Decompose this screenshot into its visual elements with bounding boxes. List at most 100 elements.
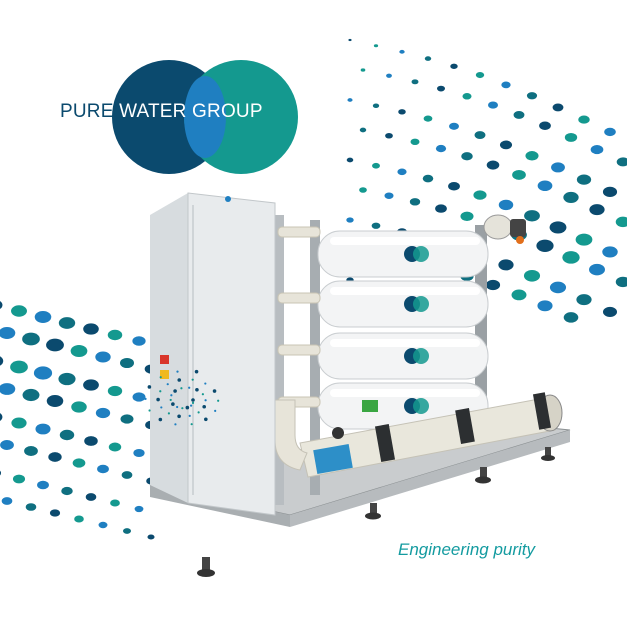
wave-dot xyxy=(85,493,97,501)
cabinet-dot xyxy=(204,399,207,402)
wave-dot xyxy=(435,144,447,153)
wave-dot xyxy=(0,470,2,476)
wave-dot xyxy=(134,505,144,513)
wave-dot xyxy=(98,521,108,529)
wave-dot xyxy=(473,190,487,200)
wave-dot xyxy=(12,474,26,484)
wave-dot xyxy=(411,79,419,85)
vessel-logo-badge xyxy=(413,398,429,414)
wave-dot xyxy=(523,269,541,282)
wave-dot xyxy=(498,199,514,211)
cabinet-dot xyxy=(202,404,206,409)
wave-dot xyxy=(486,160,500,170)
logo-circle-overlap xyxy=(184,76,226,158)
wave-dot xyxy=(501,81,511,89)
wave-dot xyxy=(97,464,109,474)
wave-dot xyxy=(83,379,99,391)
cabinet-dot xyxy=(180,387,183,390)
wave-dot xyxy=(35,423,51,435)
wave-dot xyxy=(95,351,111,363)
wave-dot xyxy=(72,458,86,468)
membrane-vessels xyxy=(317,230,489,430)
cabinet-dot xyxy=(177,378,182,382)
wave-dot xyxy=(410,138,420,146)
wave-dot xyxy=(384,192,394,199)
cabinet-dot xyxy=(158,417,163,422)
wave-dot xyxy=(386,73,392,78)
wave-dot xyxy=(70,344,88,358)
wave-dot xyxy=(359,127,367,133)
wave-dot xyxy=(74,515,84,523)
cabinet-dot xyxy=(190,423,193,426)
cabinet-dot xyxy=(160,406,163,409)
cabinet-dot xyxy=(204,417,208,422)
top-valve xyxy=(483,214,526,244)
wave-dot xyxy=(11,305,27,317)
cabinet-dot xyxy=(170,394,173,397)
vessel-highlight xyxy=(330,339,480,347)
wave-dot xyxy=(346,217,354,223)
wave-dot xyxy=(575,233,593,246)
cabinet-dot xyxy=(181,407,184,410)
cabinet-dot xyxy=(191,401,195,404)
cabinet-dot xyxy=(214,409,217,412)
wave-dot xyxy=(460,211,474,221)
feed-pipe xyxy=(274,392,563,478)
wave-dot xyxy=(615,216,627,228)
wave-dot xyxy=(107,329,123,341)
vessel-highlight xyxy=(330,287,480,295)
wave-dot xyxy=(25,503,37,511)
cabinet-dot xyxy=(176,405,179,409)
wave-dot xyxy=(84,436,98,446)
logo-text-water-group: WATER GROUP xyxy=(113,101,263,122)
wave-dot xyxy=(48,452,62,462)
wave-dot xyxy=(49,509,61,517)
wave-dot xyxy=(487,101,499,109)
wave-dot xyxy=(0,440,14,450)
wave-dot xyxy=(563,191,579,203)
wave-dot xyxy=(499,140,513,150)
cabinet-dot xyxy=(185,405,190,410)
wave-dot xyxy=(474,131,486,140)
cabinet-dot xyxy=(197,411,200,414)
wave-dot xyxy=(498,259,514,271)
pure-water-group-logo: PURE WATER GROUP xyxy=(60,60,298,175)
wave-dot xyxy=(602,306,618,317)
vessel-highlight xyxy=(330,237,480,245)
wave-dot xyxy=(422,174,434,183)
wave-dot xyxy=(83,323,99,335)
cabinet-dot xyxy=(144,397,147,400)
wave-dot xyxy=(616,157,627,167)
wave-dot xyxy=(147,534,155,540)
wave-dot xyxy=(552,103,564,112)
cabinet-dot xyxy=(167,412,171,415)
wave-dot xyxy=(10,360,28,374)
wave-dot xyxy=(576,294,592,306)
wave-dot xyxy=(563,312,579,323)
cabinet-dot xyxy=(171,402,175,406)
wave-dot xyxy=(22,388,40,402)
cabinet-dot xyxy=(156,397,160,402)
wave-dot xyxy=(121,471,133,479)
wave-dot xyxy=(409,198,421,206)
wave-dot xyxy=(562,251,580,264)
wave-dot xyxy=(22,332,40,346)
cabinet-dot xyxy=(147,385,152,389)
wave-dot xyxy=(1,497,13,505)
wave-dot xyxy=(0,413,3,421)
wave-dot xyxy=(551,162,565,173)
wave-dot xyxy=(512,169,526,180)
wave-dot xyxy=(513,110,525,119)
wave-dot xyxy=(59,429,75,441)
wave-dot xyxy=(449,122,459,130)
wave-dot xyxy=(435,204,447,213)
wave-dot xyxy=(0,383,16,395)
wave-dot xyxy=(448,182,460,191)
wave-dot xyxy=(58,372,76,386)
wave-dot xyxy=(132,336,146,346)
wave-dot xyxy=(348,38,352,42)
wave-dot xyxy=(346,157,354,163)
wave-dot xyxy=(511,289,527,301)
vessel-highlight xyxy=(330,389,480,397)
